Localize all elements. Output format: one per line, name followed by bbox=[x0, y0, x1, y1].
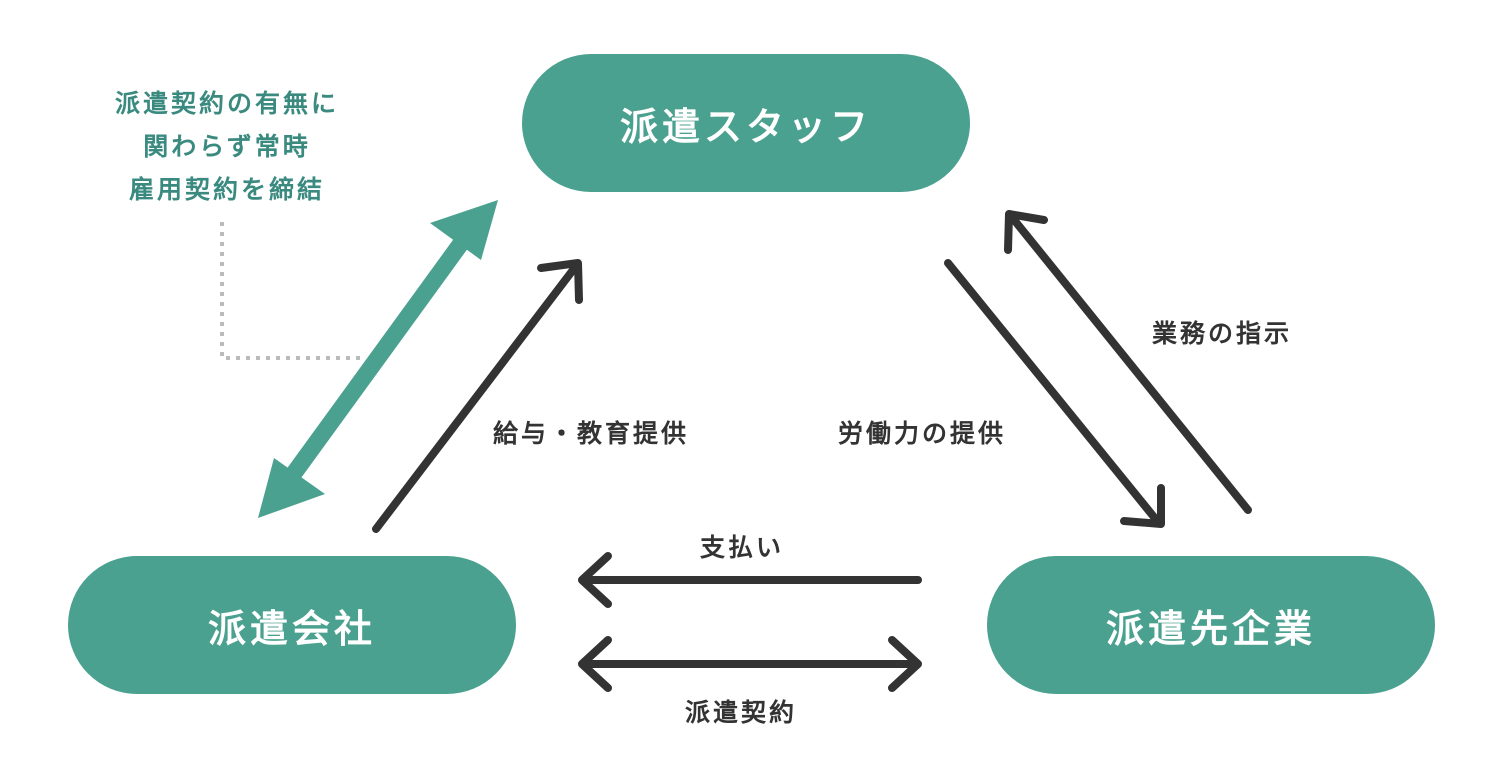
labor-label: 労働力の提供 bbox=[838, 419, 1007, 448]
client-node-label: 派遣先企業 bbox=[1105, 606, 1316, 651]
labor-arrow bbox=[944, 259, 1165, 528]
employment-note: 派遣契約の有無に 関わらず常時 雇用契約を締結 bbox=[82, 82, 372, 211]
note-connector-dotted-line bbox=[220, 222, 362, 360]
instruction-label: 業務の指示 bbox=[1152, 319, 1293, 348]
staff-node: 派遣スタッフ bbox=[522, 54, 970, 192]
payment-arrow bbox=[578, 552, 922, 608]
note-line: 派遣契約の有無に bbox=[114, 89, 339, 118]
contract-label: 派遣契約 bbox=[685, 698, 798, 727]
salary-arrow bbox=[372, 259, 583, 533]
arrowhead-top bbox=[430, 200, 498, 260]
note-line: 雇用契約を締結 bbox=[128, 175, 325, 204]
arrowhead-bottom bbox=[258, 458, 325, 518]
employment-contract-double-arrow bbox=[258, 200, 498, 518]
company-node: 派遣会社 bbox=[68, 556, 516, 694]
note-line: 関わらず常時 bbox=[143, 132, 311, 161]
salary-label: 給与・教育提供 bbox=[493, 419, 690, 448]
company-node-label: 派遣会社 bbox=[207, 606, 376, 651]
dispatch-contract-double-arrow bbox=[578, 636, 922, 692]
client-node: 派遣先企業 bbox=[987, 556, 1435, 694]
instruction-arrow bbox=[1004, 210, 1252, 514]
staff-node-label: 派遣スタッフ bbox=[619, 104, 872, 149]
payment-label: 支払い bbox=[700, 533, 785, 562]
